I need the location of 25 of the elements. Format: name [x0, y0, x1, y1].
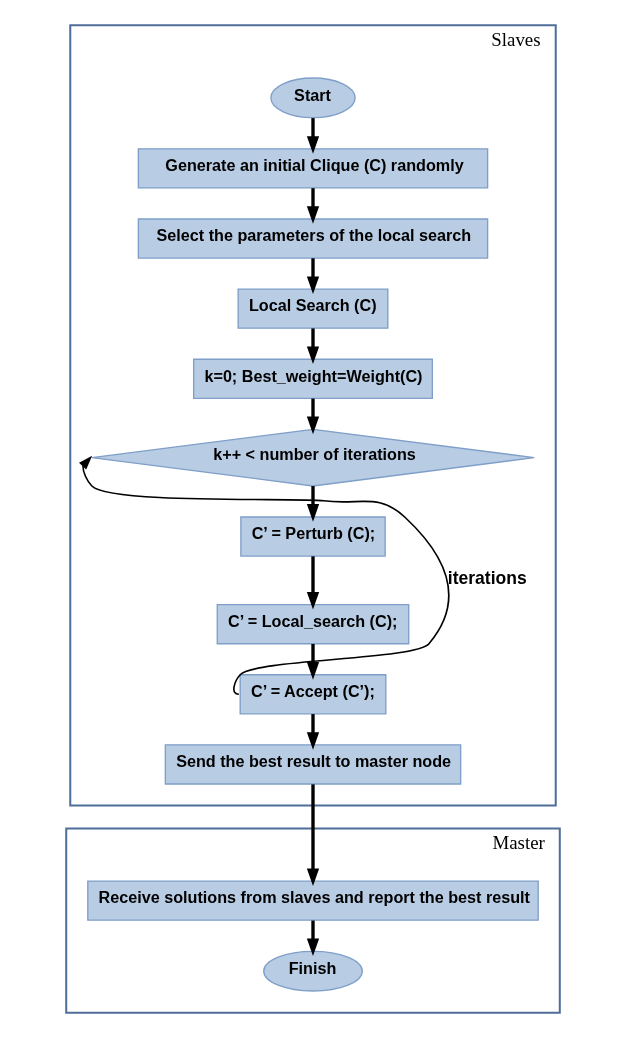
arrow	[306, 713, 319, 750]
arrow	[306, 643, 319, 680]
edge-label: iterations	[447, 567, 527, 588]
arrow	[306, 327, 319, 364]
node-diamond: k++ < number of iterations	[90, 428, 535, 487]
arrow	[306, 920, 319, 956]
arrow	[306, 783, 319, 886]
arrow	[306, 257, 319, 294]
node-box: C’ = Perturb (C);	[239, 515, 386, 557]
arrow	[306, 117, 319, 154]
arrow	[306, 555, 319, 610]
node-ellipse: Finish	[262, 950, 363, 992]
node-box: Receive solutions from slaves and report the best result	[86, 879, 539, 921]
arrow	[306, 485, 319, 522]
node-box: Select the parameters of the local search	[137, 217, 488, 259]
arrow	[78, 455, 449, 695]
node-ellipse: Start	[269, 76, 356, 118]
node-box: C’ = Local_search (C);	[216, 603, 409, 644]
node-box: k=0; Best_weight=Weight(C)	[192, 358, 433, 399]
node-box: Send the best result to master node	[164, 743, 461, 785]
node-box: Local Search (C)	[237, 287, 388, 329]
node-box: C’ = Accept (C’);	[239, 673, 386, 715]
arrow	[306, 398, 319, 434]
node-box: Generate an initial Clique (C) randomly	[137, 147, 488, 189]
arrow	[306, 187, 319, 224]
